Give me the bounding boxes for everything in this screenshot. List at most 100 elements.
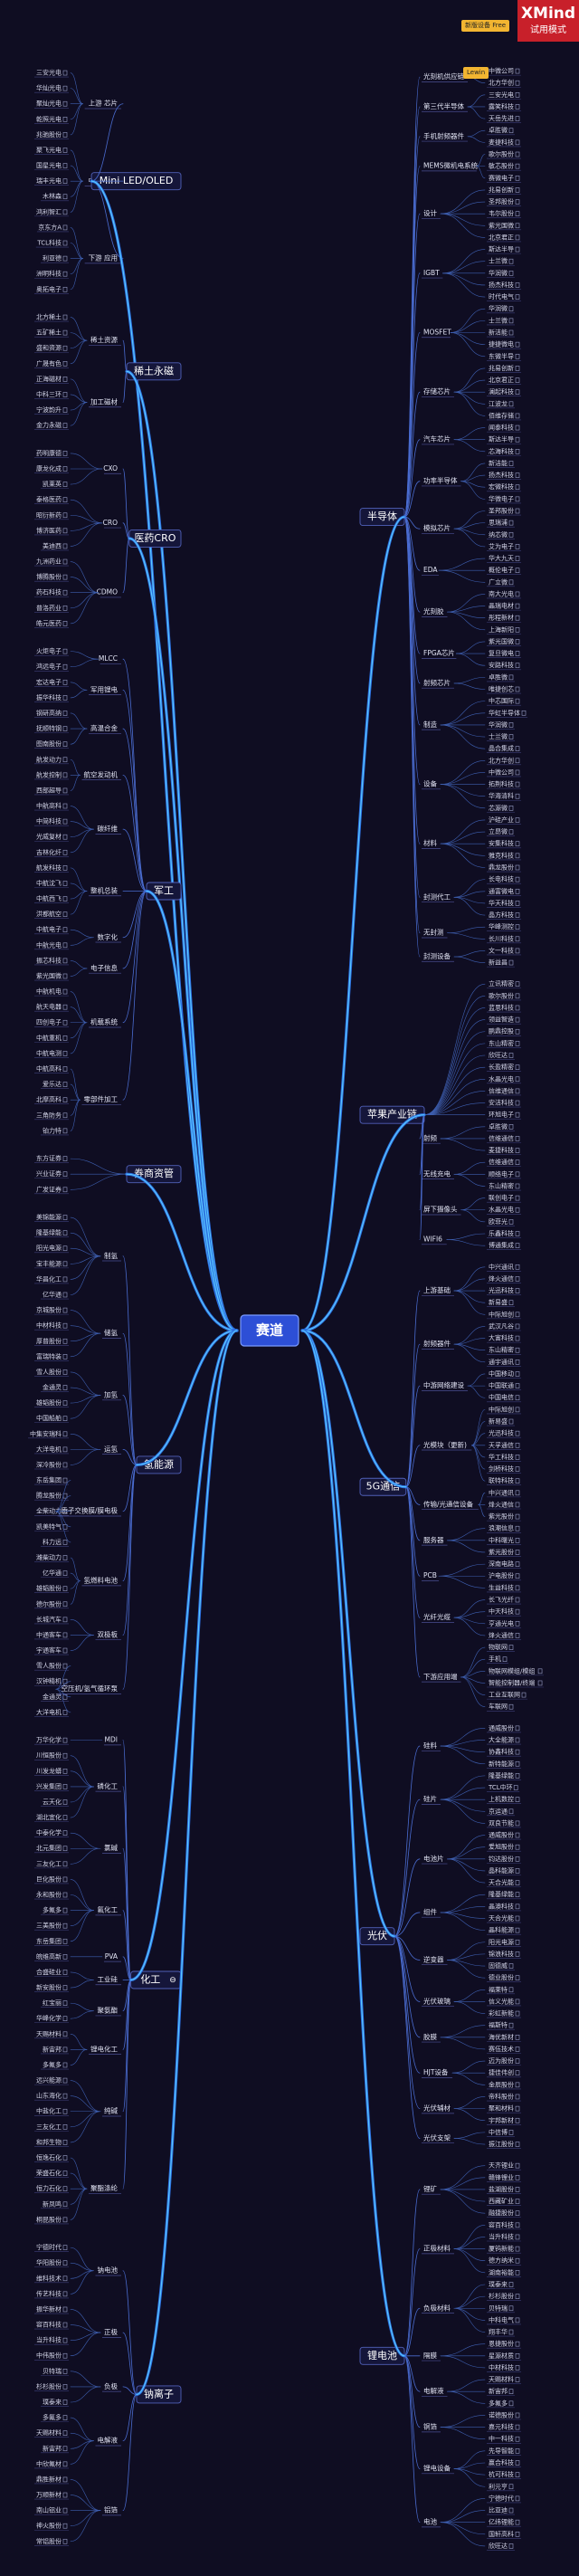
branch-node[interactable]: 锂电设备 [423, 2464, 451, 2473]
leaf-node[interactable]: 联特科技 [489, 1476, 514, 1484]
leaf-node[interactable]: 潍柴动力 [36, 1553, 62, 1561]
leaf-node[interactable]: 杭可科技 [489, 2470, 514, 2478]
leaf-node[interactable]: 中微公司 [489, 67, 514, 75]
leaf-node[interactable]: 三角防务 [36, 1111, 62, 1119]
leaf-node[interactable]: 复旦微电 [489, 649, 514, 657]
leaf-node[interactable]: 金力永磁 [36, 421, 62, 429]
leaf-node[interactable]: 博济医药 [36, 526, 62, 534]
leaf-node[interactable]: 剑桥科技 [489, 1465, 514, 1473]
leaf-node[interactable]: 紫光国微 [489, 221, 514, 229]
leaf-node[interactable]: 鸿利智汇 [36, 207, 62, 215]
leaf-node[interactable]: 聚和材料 [489, 2104, 514, 2113]
main-topic[interactable]: 钠离子 [144, 2387, 174, 2399]
leaf-node[interactable]: 容百科技 [489, 2220, 514, 2228]
leaf-node[interactable]: 上机数控 [489, 1795, 514, 1803]
leaf-node[interactable]: 物联网模组/模组 [489, 1666, 535, 1674]
leaf-node[interactable]: 东山精密 [489, 1346, 514, 1354]
leaf-node[interactable]: 西藏矿业 [489, 2197, 514, 2205]
leaf-node[interactable]: 皓元医药 [36, 619, 62, 627]
branch-node[interactable]: 负极材料 [423, 2303, 451, 2312]
leaf-node[interactable]: 木林森 [43, 192, 62, 200]
leaf-node[interactable]: 纳芯微 [489, 530, 508, 539]
branch-node[interactable]: 质子交换膜/膜电极 [61, 1506, 118, 1515]
leaf-node[interactable]: 博通集成 [489, 1241, 514, 1249]
branch-node[interactable]: 正极 [104, 2327, 118, 2336]
leaf-node[interactable]: 晶科能源 [489, 1926, 514, 1934]
leaf-node[interactable]: 贝特瑞 [43, 2367, 62, 2375]
leaf-node[interactable]: 金通灵 [43, 1693, 62, 1701]
leaf-node[interactable]: 拓荆科技 [489, 780, 514, 788]
leaf-node[interactable]: 全柴动力 [36, 1507, 62, 1515]
leaf-node[interactable]: 鸿远电子 [36, 663, 62, 671]
leaf-node[interactable]: 中国电信 [489, 1393, 514, 1401]
leaf-node[interactable]: 中信博 [489, 2128, 508, 2136]
branch-node[interactable]: 聚酯涤纶 [90, 2183, 118, 2192]
leaf-node[interactable]: 歌尔股份 [489, 150, 514, 158]
leaf-node[interactable]: 赛微电子 [489, 174, 514, 182]
leaf-node[interactable]: 中际旭创 [489, 1405, 514, 1413]
leaf-node[interactable]: 宁波韵升 [36, 405, 62, 414]
main-topic[interactable]: 稀土永磁 [134, 364, 174, 377]
leaf-node[interactable]: 智能控制器/终端 [489, 1678, 535, 1686]
leaf-node[interactable]: 雪人股份 [36, 1662, 62, 1670]
branch-node[interactable]: 铜箔 [423, 2422, 437, 2431]
leaf-node[interactable]: 通威股份 [489, 1831, 514, 1839]
leaf-node[interactable]: 乾照光电 [36, 115, 62, 123]
leaf-node[interactable]: 湖北宜化 [36, 1813, 62, 1821]
leaf-node[interactable]: 新宙邦 [43, 2444, 62, 2452]
branch-node[interactable]: 功率半导体 [423, 476, 458, 485]
leaf-node[interactable]: 卓胜微 [489, 126, 508, 134]
leaf-node[interactable]: 京运通 [489, 1807, 508, 1815]
leaf-node[interactable]: 时代电气 [489, 292, 514, 301]
leaf-node[interactable]: 振华新材 [36, 2304, 62, 2313]
leaf-node[interactable]: 中国联通 [489, 1381, 514, 1389]
branch-node[interactable]: 硅料 [423, 1741, 437, 1750]
leaf-node[interactable]: 北京君正 [489, 233, 514, 241]
branch-node[interactable]: FPGA芯片 [423, 648, 455, 657]
leaf-node[interactable]: 德方纳米 [489, 2256, 514, 2265]
branch-node[interactable]: 屏下摄像头 [423, 1205, 458, 1214]
main-topic[interactable]: 氢能源 [144, 1457, 174, 1470]
leaf-node[interactable]: 思瑞浦 [489, 519, 508, 527]
leaf-node[interactable]: 光迅科技 [489, 1429, 514, 1437]
leaf-node[interactable]: 东山精密 [489, 1181, 514, 1189]
branch-node[interactable]: 氟化工 [98, 1905, 119, 1914]
leaf-node[interactable]: 华润微 [489, 269, 508, 277]
main-topic[interactable]: 5G通信 [366, 1481, 401, 1493]
leaf-node[interactable]: 扬杰科技 [489, 281, 514, 289]
root-topic-box[interactable] [240, 1314, 299, 1347]
leaf-node[interactable]: 东岳集团 [36, 1937, 62, 1945]
leaf-node[interactable]: 当升科技 [489, 2232, 514, 2240]
leaf-node[interactable]: 欣旺达 [489, 2542, 508, 2550]
leaf-node[interactable]: 中通客车 [36, 1630, 62, 1638]
branch-node[interactable]: 设计 [423, 208, 437, 217]
branch-node[interactable]: 加工磁材 [90, 397, 118, 406]
leaf-node[interactable]: 长城汽车 [36, 1615, 62, 1623]
leaf-node[interactable]: 红宝丽 [43, 1999, 62, 2007]
leaf-node[interactable]: 天合光能 [489, 1878, 514, 1886]
branch-node[interactable]: 模拟芯片 [423, 523, 451, 532]
leaf-node[interactable]: 芯源微 [489, 804, 508, 812]
leaf-node[interactable]: 宇邦新材 [489, 2116, 514, 2124]
branch-node[interactable]: 材料 [423, 838, 437, 847]
leaf-node[interactable]: 川发龙蟒 [36, 1767, 62, 1775]
branch-node[interactable]: 设备 [423, 779, 437, 788]
leaf-node[interactable]: 振华科技 [36, 693, 62, 701]
leaf-node[interactable]: 航发控制 [36, 770, 62, 778]
leaf-node[interactable]: 江波龙 [489, 399, 508, 407]
leaf-node[interactable]: 顺络电子 [489, 1169, 514, 1178]
branch-node[interactable]: 存储芯片 [423, 386, 451, 396]
leaf-node[interactable]: 振芯科技 [36, 956, 62, 964]
leaf-node[interactable]: 华峰化学 [36, 2014, 62, 2022]
leaf-node[interactable]: 容百科技 [36, 2321, 62, 2329]
branch-node[interactable]: 无封测 [423, 928, 444, 937]
leaf-node[interactable]: 晶科能源 [489, 1866, 514, 1875]
branch-node[interactable]: HJT设备 [423, 2067, 449, 2076]
branch-node[interactable]: 下游 应用 [89, 253, 118, 262]
leaf-node[interactable]: 璞泰来 [489, 2280, 508, 2288]
leaf-node[interactable]: 晶瑞电材 [489, 602, 514, 610]
branch-node[interactable]: 航空发动机 [84, 769, 119, 778]
leaf-node[interactable]: 露笑科技 [489, 102, 514, 110]
leaf-node[interactable]: 安路科技 [489, 661, 514, 669]
leaf-node[interactable]: 东微半导 [489, 352, 514, 360]
